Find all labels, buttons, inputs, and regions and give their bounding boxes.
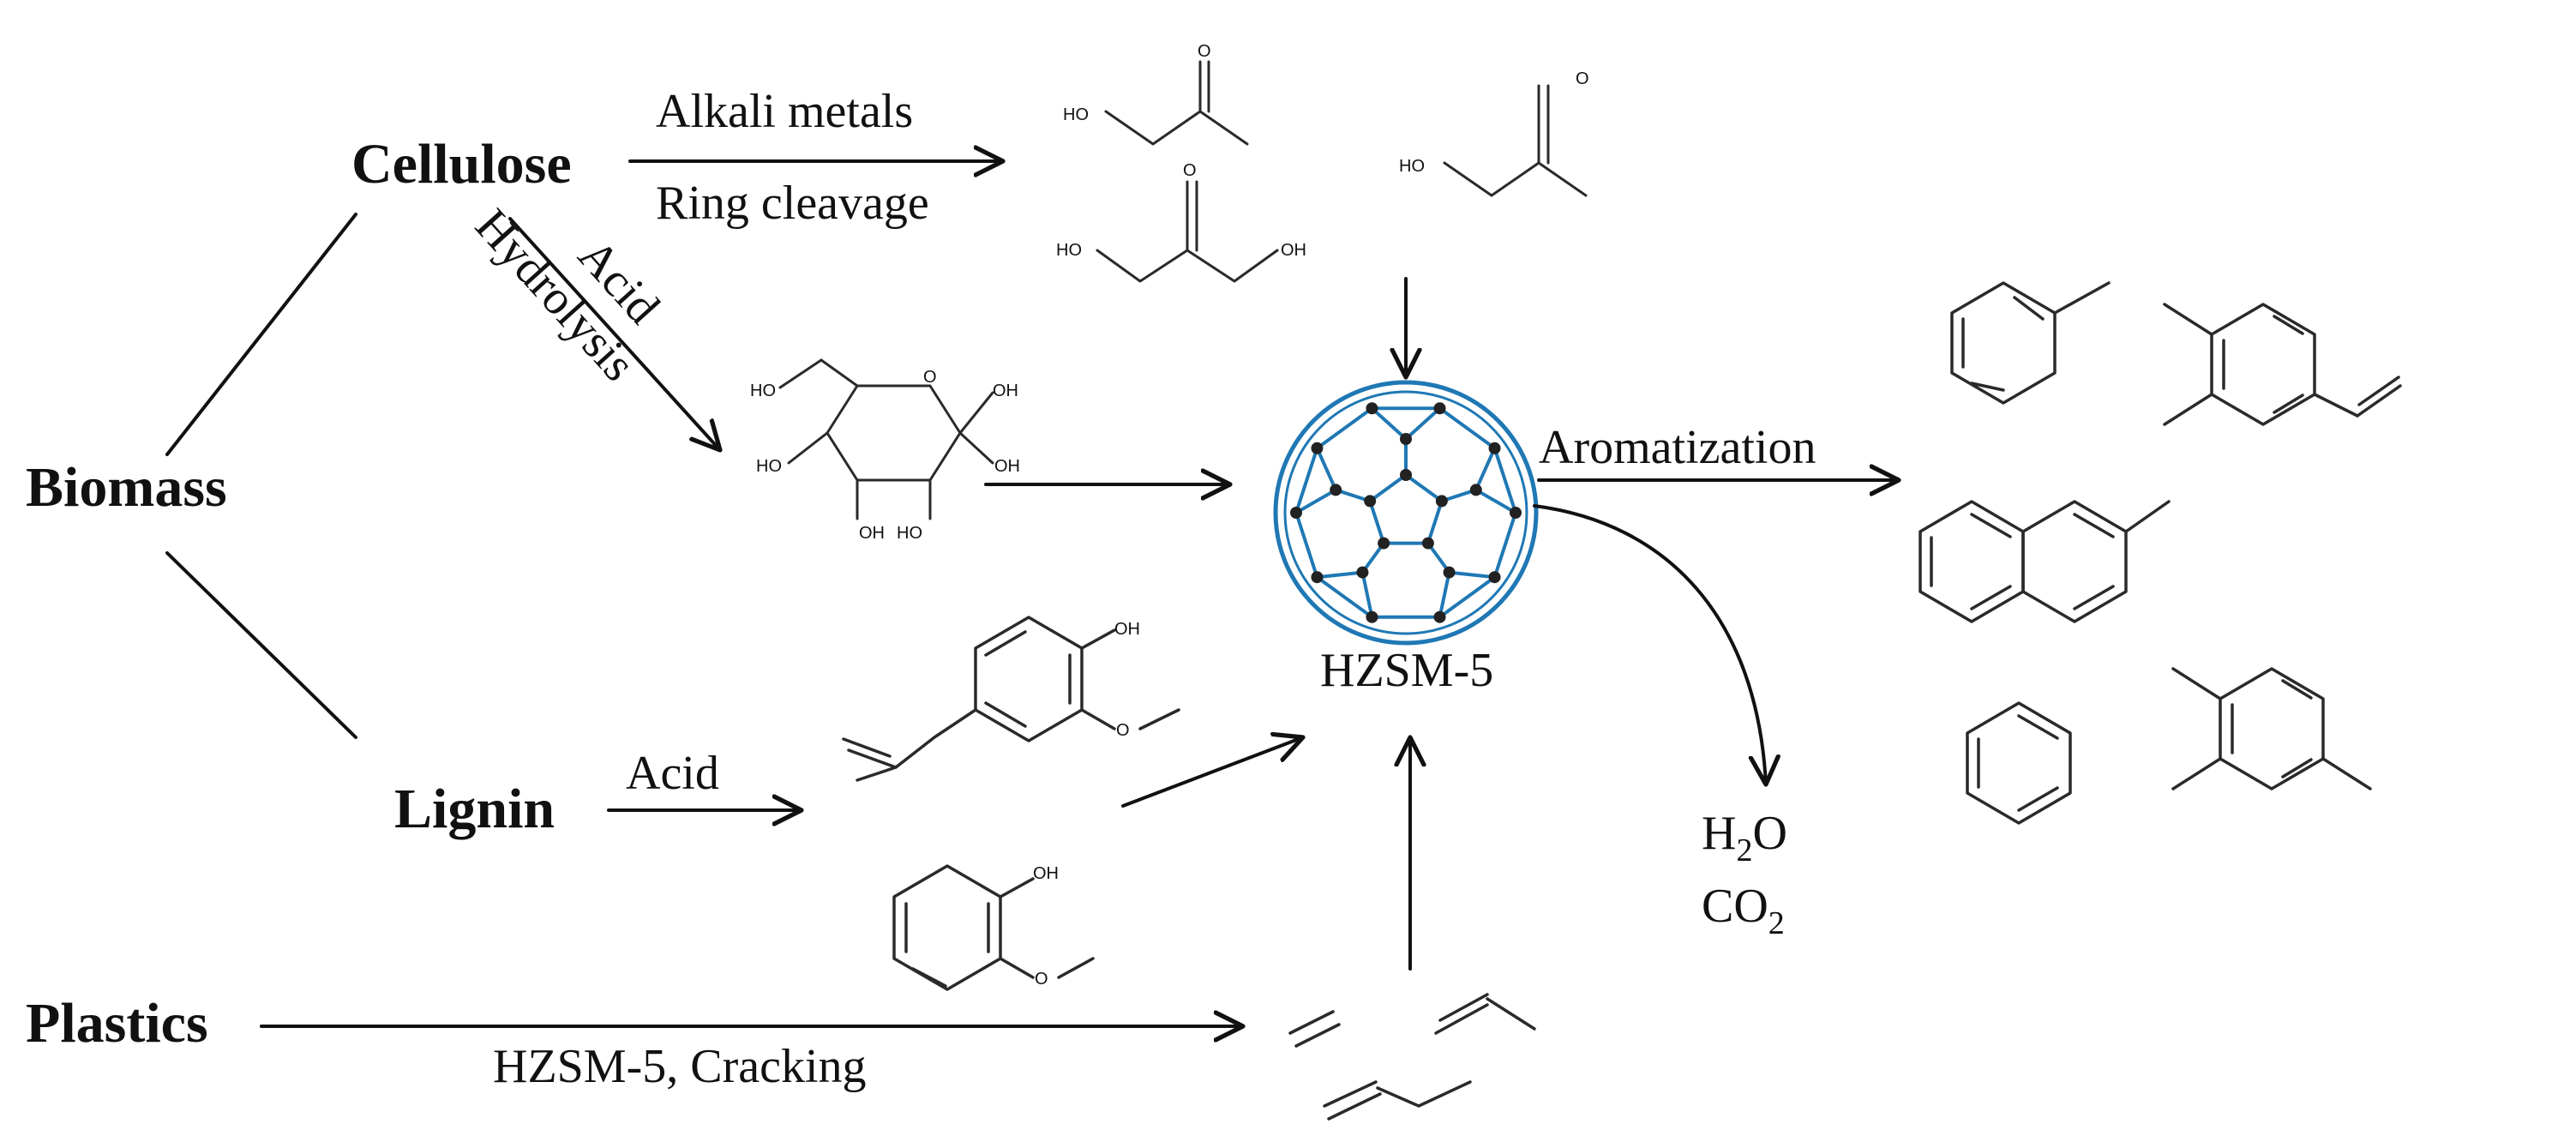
co2-label: CO2 — [1702, 880, 1785, 941]
cage-atom — [1488, 442, 1501, 454]
cage-atom — [1311, 571, 1324, 584]
cage-bond — [1404, 473, 1444, 503]
cage-bond — [1404, 406, 1441, 441]
cage-atom — [1435, 495, 1448, 508]
glucose-oh-bottom: OH — [859, 524, 885, 543]
cage-atom — [1378, 537, 1390, 550]
aromatization-label: Aromatization — [1539, 421, 1816, 474]
cage-bond — [1474, 488, 1516, 514]
cage-bond — [1368, 473, 1408, 503]
cage-bond — [1317, 570, 1363, 580]
acid-hydrolysis-arrow — [508, 217, 720, 450]
guaiacol-oh: OH — [1033, 864, 1059, 883]
cracking-label: HZSM-5, Cracking — [493, 1040, 867, 1093]
eugenol-molecule: OH O — [842, 616, 1180, 782]
glucose-oh-right-top: OH — [993, 382, 1018, 400]
glucose-ring-o: O — [923, 368, 937, 387]
cage-bond — [1316, 575, 1373, 619]
cage-bond — [1492, 512, 1517, 578]
cage-atom — [1433, 402, 1446, 415]
glucose-ho-top: HO — [750, 382, 776, 400]
cage-bond — [1294, 512, 1319, 578]
phenolics-to-catalyst-arrow — [1121, 737, 1303, 808]
glucose-molecule: O HO OH OH HO OH HO — [750, 358, 1020, 543]
biomass-to-lignin-line — [165, 551, 357, 739]
biomass-label: Biomass — [26, 456, 227, 519]
cage-bond — [1438, 575, 1496, 619]
cage-bond — [1492, 448, 1517, 514]
glucose-ho-left: HO — [756, 457, 782, 476]
cage-bond — [1360, 572, 1374, 618]
cage-bond — [1449, 570, 1495, 580]
cage-bond — [1438, 406, 1496, 450]
byproduct-arrow — [1533, 504, 1766, 784]
cage-atom — [1469, 484, 1482, 496]
hzsm5-label: HZSM-5 — [1320, 644, 1493, 697]
cage-atom — [1443, 566, 1456, 579]
ring-cleavage-label: Ring cleavage — [656, 177, 929, 230]
cage-bond — [1371, 406, 1408, 441]
dihydroxyacetone-molecule: HO O OH — [1056, 161, 1306, 283]
olefins-molecules — [1288, 993, 1536, 1121]
cage-atom — [1488, 571, 1501, 584]
eugenol-oh: OH — [1114, 620, 1140, 639]
alkali-metals-label: Alkali metals — [656, 85, 913, 138]
guaiacol-molecule: OH O — [892, 864, 1095, 991]
cage-bond — [1294, 448, 1319, 514]
trimethylbenzene-molecule — [2171, 667, 2372, 790]
glycolaldehyde-ho: HO — [1399, 157, 1425, 176]
cage-atom — [1400, 469, 1412, 481]
cage-bond — [1315, 447, 1338, 491]
dha-o: O — [1183, 161, 1197, 180]
dha-oh: OH — [1281, 241, 1306, 260]
dimethylstyrene-molecule — [2163, 303, 2402, 426]
cage-bond — [1295, 488, 1337, 514]
cage-atom — [1364, 495, 1377, 508]
cage-bond — [1474, 447, 1497, 491]
plastics-label: Plastics — [26, 992, 208, 1055]
benzene-molecule — [1966, 701, 2072, 825]
cage-bond — [1368, 500, 1386, 544]
cage-atom — [1510, 507, 1522, 519]
hydroxyacetone-ho: HO — [1063, 105, 1089, 124]
guaiacol-o: O — [1035, 970, 1048, 989]
water-label: H2O — [1702, 807, 1787, 869]
hydroxyacetone-molecule: HO O — [1063, 42, 1249, 146]
cellulose-label: Cellulose — [351, 133, 572, 195]
glycolaldehyde-molecule: HO O — [1399, 69, 1589, 197]
eugenol-o: O — [1116, 721, 1130, 740]
toluene-molecule — [1950, 281, 2111, 405]
glucose-oh-right: OH — [994, 457, 1020, 476]
cage-atom — [1311, 442, 1324, 454]
cage-bond — [1438, 572, 1451, 618]
cage-atom — [1356, 566, 1369, 579]
glucose-ho-mid: HO — [897, 524, 922, 543]
cage-atom — [1421, 537, 1434, 550]
dha-ho: HO — [1056, 241, 1082, 260]
lignin-label: Lignin — [394, 778, 555, 840]
hzsm5-catalyst-icon — [1273, 380, 1539, 646]
cage-atom — [1366, 610, 1378, 623]
methylnaphthalene-molecule — [1918, 500, 2171, 623]
acid-label-lignin: Acid — [626, 747, 719, 800]
cage-atom — [1290, 507, 1302, 519]
cage-atom — [1330, 484, 1342, 496]
glycolaldehyde-o: O — [1576, 69, 1589, 88]
cage-bond — [1316, 406, 1373, 450]
hydroxyacetone-o: O — [1198, 42, 1211, 61]
cage-bond — [1426, 500, 1444, 544]
cage-atom — [1400, 433, 1412, 445]
cage-atom — [1366, 402, 1378, 415]
cage-atom — [1433, 610, 1446, 623]
biomass-to-cellulose-line — [165, 213, 357, 456]
